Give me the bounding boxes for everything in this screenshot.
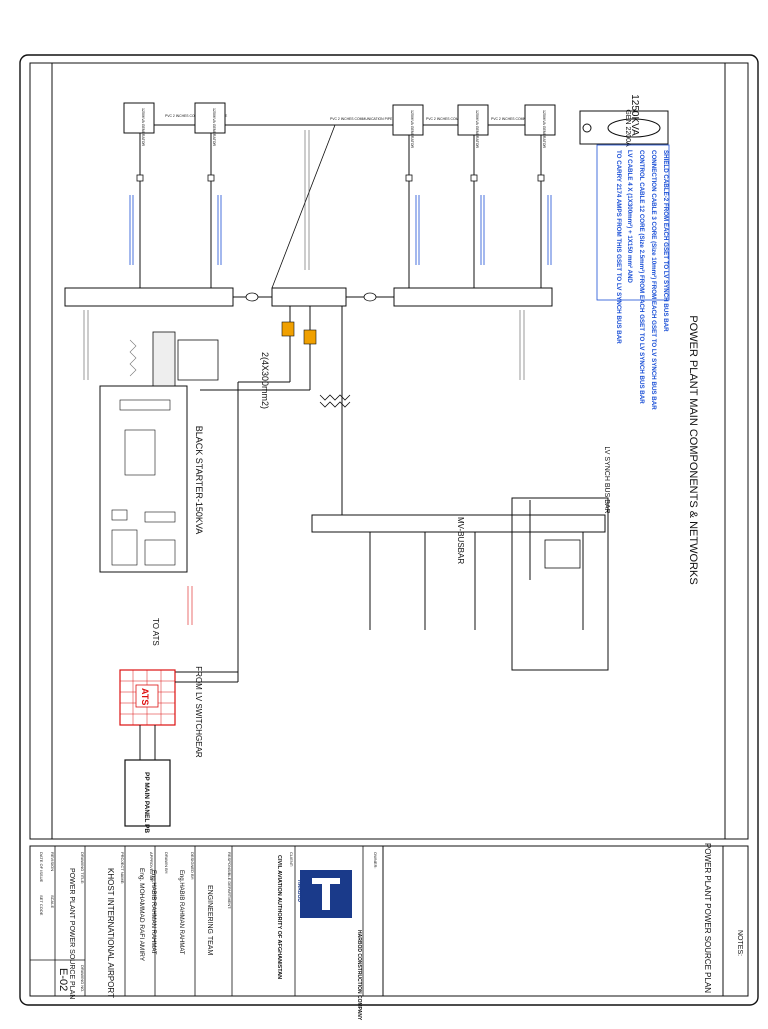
- main-gen-symbol: [607, 118, 661, 138]
- approved-by-label: APPROVED BY:: [149, 852, 154, 882]
- title-block-texts: OWNER: HARBOD CONSTRUCTION COMPANY CLIEN…: [39, 852, 378, 1021]
- generator-5: 1250KVA GENERATOR: [524, 104, 556, 149]
- lv-bus-left: [64, 287, 234, 307]
- approver-name: Eng. MOHAMMAD RAFI AMIRY: [138, 868, 145, 962]
- orange-breaker-1: [281, 321, 295, 337]
- control-panel: [152, 331, 176, 388]
- logo-text: HARBOD: [296, 880, 302, 902]
- generator-4-label: 1250KVA GENERATOR: [475, 110, 479, 149]
- diagram-title: POWER PLANT MAIN COMPONENTS & NETWORKS: [687, 315, 699, 584]
- drawing-no: E-02: [57, 968, 69, 991]
- drawing-frame: [29, 62, 749, 840]
- generators: 1250KVA GENERATOR PVC 2 INCHES COMMUNICA…: [123, 102, 556, 149]
- designer-name: Eng.HABIB RAHMAN RAHMAT: [178, 870, 184, 955]
- date-label: DATE OF ISSUE: [39, 852, 44, 882]
- incoming-section: [511, 497, 609, 671]
- aux-component: [544, 539, 581, 569]
- gen-note-1: SHIELD CABLE-2 FROM EACH GSET TO LV SYNC…: [662, 150, 669, 332]
- lv-bus-middle: [271, 287, 347, 307]
- drawing-title: POWER PLANT POWER SOURCE PLAN: [68, 868, 75, 999]
- lv-synch-label: LV SYNCH BUS BAR: [603, 446, 610, 513]
- load-bank: [177, 339, 219, 381]
- title-block-drawing-big: POWER PLANT POWER SOURCE PLAN: [703, 843, 712, 993]
- project-name: KHOST INTERNATIONAL AIRPORT: [106, 868, 115, 998]
- client-label: CLIENT:: [289, 852, 294, 867]
- gen-note-3: CONTROL CABLE 12 CORE (Size 2.5mm²) FROM…: [638, 150, 645, 404]
- gen-notes: SHIELD CABLE-2 FROM EACH GSET TO LV SYNC…: [615, 150, 669, 410]
- ats-label: ATS: [140, 688, 150, 705]
- set-code-label: SET CODE: [39, 895, 44, 916]
- main-gen-box: [579, 110, 669, 145]
- notes-label: NOTES:: [736, 930, 743, 956]
- pp-main-panel-label: PP MAIN PANEL PB: [143, 772, 150, 833]
- responsible-label: RESPONSIBLE DEPARTMENT:: [227, 852, 232, 909]
- owner-label: OWNER:: [373, 852, 378, 868]
- from-lv-label: FROM LV SWITCHGEAR: [194, 666, 203, 758]
- drawing-no-label: DRAWING NO.: [80, 965, 85, 992]
- main-gen-rating: 1250KVA: [629, 94, 640, 136]
- title-block: [29, 845, 749, 997]
- company-name: HARBOD CONSTRUCTION COMPANY: [356, 930, 362, 1021]
- outer-frame: [19, 54, 759, 1006]
- cable-2x300-label: 2(4X300mm2): [260, 352, 270, 409]
- designed-by-label: DESIGNED BY:: [190, 852, 195, 880]
- generator-4-pipe: PVC 2 INCHES COMMUNICATION PIPE: [491, 117, 554, 121]
- lv-bus-right: [393, 287, 553, 307]
- client-name: CIVIL AVIATION AUTHORITY OF AFGHANISTAN: [276, 855, 282, 979]
- gen-note-5: TO CARRY 2174 AMPS FROM THIS GSET TO LV …: [615, 150, 622, 344]
- black-starter-label: BLACK STARTER-150KVA: [194, 426, 204, 535]
- orange-breaker-2: [303, 329, 317, 345]
- generator-1-label: 1250KVA GENERATOR: [141, 108, 145, 147]
- generator-3-label: 1250KVA GENERATOR: [410, 110, 414, 149]
- to-ats-label: TO ATS: [151, 618, 160, 646]
- generator-2: 1250KVA GENERATOR PVC 2 INCHES COMMUNICA…: [194, 102, 393, 147]
- generator-5-label: 1250KVA GENERATOR: [542, 110, 546, 149]
- mv-busbar-label: MV-BUSBAR: [456, 517, 465, 564]
- generator-2-label: 1250KVA GENERATOR: [212, 108, 216, 147]
- pp-main-panel: [124, 759, 171, 827]
- project-name-label: PROJECT NAME:: [120, 852, 125, 884]
- revision-label: REVISION: [50, 852, 55, 871]
- main-gen-label: GEN 2200A: [624, 109, 631, 147]
- dept-name: ENGINEERING TEAM: [206, 885, 213, 955]
- drawing-title-label: DRAWING TITLE:: [80, 852, 85, 884]
- mv-busbar: [311, 514, 606, 533]
- generator-2-pipe: PVC 2 INCHES COMMUNICATION PIPE: [330, 117, 393, 121]
- gen-note-2: CONNECTION CABLE 3 CORE (Size 10mm²) FRO…: [650, 150, 657, 410]
- drawer-name: Eng.HABIB RAHMAN RAHMAT: [150, 870, 156, 955]
- generator-4: 1250KVA GENERATOR PVC 2 INCHES COMMUNICA…: [457, 104, 554, 149]
- gen-note-4: LV CABLE 4 X (1X300mm²) + 1X150 mm² AND: [626, 150, 633, 283]
- drawn-by-label: DRAWN BY:: [164, 852, 169, 874]
- scale-label: SCALE: [50, 895, 55, 908]
